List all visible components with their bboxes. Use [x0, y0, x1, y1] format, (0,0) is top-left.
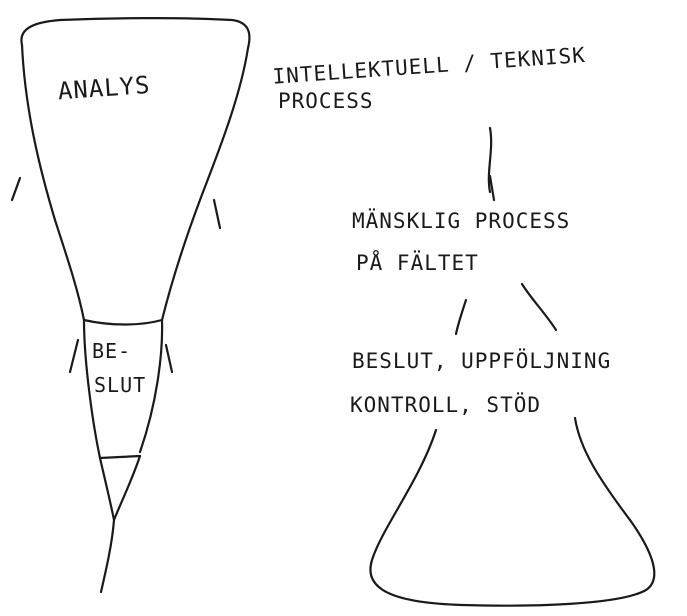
right-figure: INTELLEKTUELL / TEKNISK PROCESS MÄNSKLIG…	[272, 43, 654, 606]
funnel-lower-band	[100, 456, 140, 458]
funnel-stem	[100, 456, 140, 592]
right-bottom-label-line2: KONTROLL, STÖD	[350, 392, 541, 417]
left-tick-2	[214, 200, 220, 228]
left-mid-label-line2: SLUT	[94, 373, 146, 397]
funnel-upper-outline	[21, 18, 249, 320]
right-top-label-line1: INTELLEKTUELL / TEKNISK	[272, 43, 587, 89]
left-mid-label-line1: BE-	[92, 339, 131, 363]
right-top-connector	[489, 128, 494, 200]
middle-tick-left	[70, 340, 78, 372]
right-bell-outline	[370, 418, 654, 606]
right-top-label-line2: PROCESS	[278, 89, 374, 113]
right-bottom-label-line1: BESLUT, UPPFÖLJNING	[352, 348, 611, 373]
middle-tick-right	[166, 345, 172, 372]
right-middle-connector-left	[456, 300, 466, 334]
right-middle-label-line2: PÅ FÄLTET	[356, 249, 479, 275]
left-funnel: ANALYS BE- SLUT	[12, 18, 249, 592]
right-middle-label-line1: MÄNSKLIG PROCESS	[352, 208, 570, 233]
left-top-label: ANALYS	[57, 71, 151, 105]
left-tick-1	[12, 178, 20, 200]
right-middle-connector-right	[522, 284, 556, 330]
